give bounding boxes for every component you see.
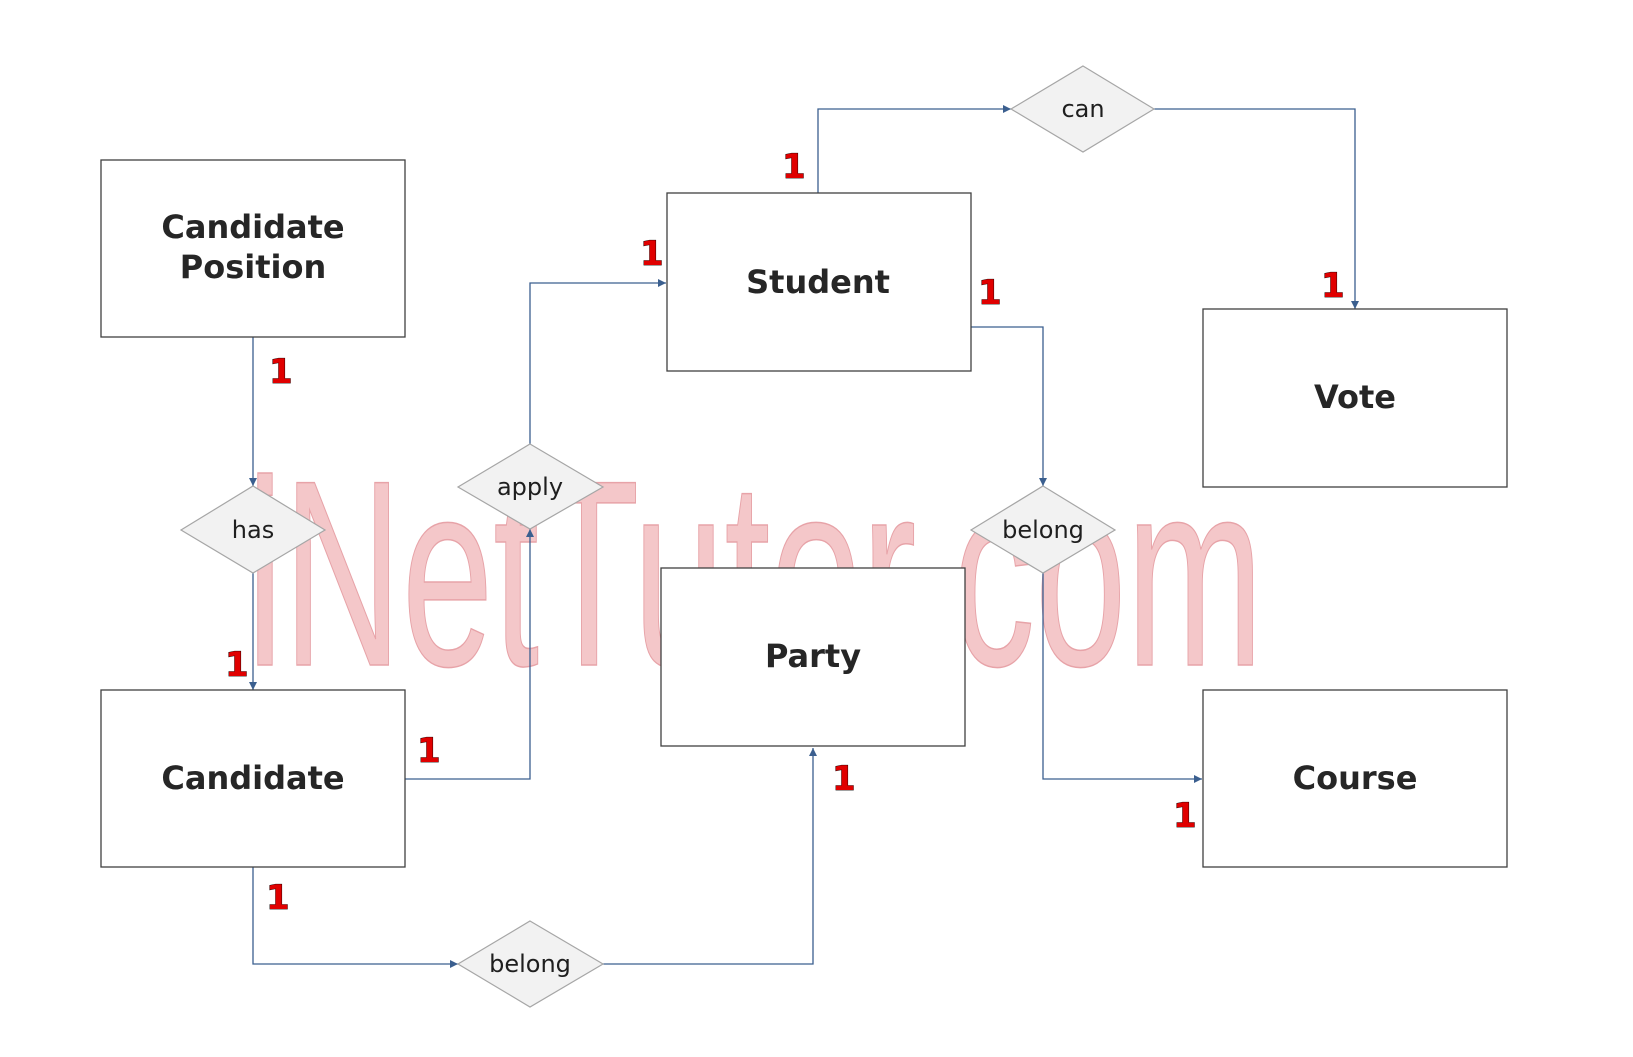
connector-can-vote bbox=[1154, 108, 1359, 309]
entity-student[interactable]: Student bbox=[666, 192, 972, 372]
cardinality-candidate-has: 1 bbox=[225, 645, 249, 685]
relationship-label: apply bbox=[497, 473, 563, 501]
relationship-apply[interactable]: apply bbox=[456, 443, 605, 530]
entity-candidate-position[interactable]: Candidate Position bbox=[100, 159, 406, 338]
connector-apply-student bbox=[529, 279, 666, 444]
entity-course[interactable]: Course bbox=[1202, 689, 1508, 868]
cardinality-candidate-belong: 1 bbox=[266, 878, 290, 918]
connector-candidate-belong bbox=[252, 867, 458, 968]
cardinality-student-can: 1 bbox=[782, 147, 806, 187]
entity-label: Position bbox=[180, 248, 326, 286]
relationship-label: belong bbox=[1002, 516, 1084, 544]
cardinality-position-has: 1 bbox=[269, 352, 293, 392]
relationship-can[interactable]: can bbox=[1009, 65, 1156, 153]
cardinality-course-belong: 1 bbox=[1173, 796, 1197, 836]
entity-label: Candidate bbox=[161, 208, 344, 246]
cardinality-student-apply: 1 bbox=[640, 234, 664, 274]
relationship-label: belong bbox=[489, 950, 571, 978]
connector-candidate-apply bbox=[405, 529, 534, 780]
entity-label: Student bbox=[746, 263, 890, 301]
connector-student-can bbox=[817, 105, 1011, 193]
connector-belong-course bbox=[1042, 573, 1202, 783]
relationship-label: can bbox=[1061, 95, 1104, 123]
entity-vote[interactable]: Vote bbox=[1202, 308, 1508, 488]
connector-belong-party bbox=[603, 748, 817, 965]
relationship-label: has bbox=[232, 516, 274, 544]
cardinality-candidate-apply: 1 bbox=[417, 731, 441, 771]
cardinality-party-belong: 1 bbox=[832, 759, 856, 799]
cardinality-student-belong: 1 bbox=[978, 273, 1002, 313]
entity-label: Vote bbox=[1314, 378, 1396, 416]
entity-label: Party bbox=[765, 637, 861, 675]
entity-candidate[interactable]: Candidate bbox=[100, 689, 406, 868]
cardinality-vote-can: 1 bbox=[1321, 266, 1345, 306]
relationship-belong-student-course[interactable]: belong bbox=[969, 485, 1117, 574]
entity-party[interactable]: Party bbox=[660, 567, 966, 747]
relationship-has[interactable]: has bbox=[179, 485, 327, 574]
entity-label: Candidate bbox=[161, 759, 344, 797]
connector-student-belong bbox=[971, 326, 1047, 486]
relationship-belong-candidate-party[interactable]: belong bbox=[456, 920, 605, 1008]
entity-label: Course bbox=[1293, 759, 1418, 797]
